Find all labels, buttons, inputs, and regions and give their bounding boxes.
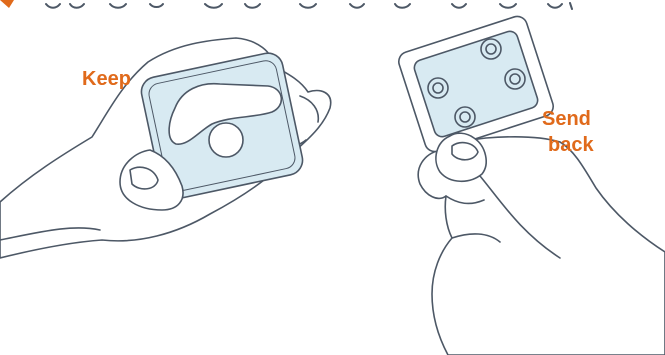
- orange-chevron-icon: [0, 0, 14, 8]
- left-hand-keep-illustration: [0, 38, 331, 258]
- send-back-label-line1: Send: [542, 108, 591, 130]
- keep-label: Keep: [82, 68, 131, 90]
- left-patch-sensor-dot: [209, 123, 243, 157]
- header-text-fragment: [46, 3, 572, 9]
- send-back-label-line2: back: [548, 134, 594, 156]
- header-fragment: [0, 0, 572, 9]
- right-hand-send-back-illustration: [396, 14, 665, 355]
